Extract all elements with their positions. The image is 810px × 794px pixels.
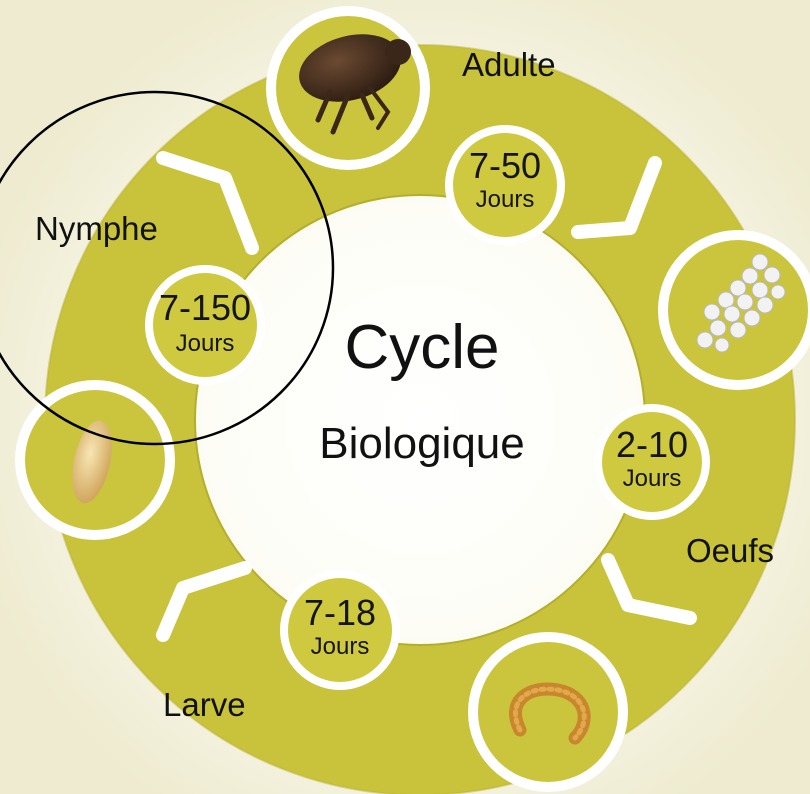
stage-label-larva: Larve <box>163 686 246 723</box>
stage-label-nymph: Nymphe <box>35 210 158 247</box>
adult-duration: 7-50 <box>469 145 541 186</box>
nymph-duration: 7-150 <box>159 287 251 328</box>
diagram-subtitle: Biologique <box>319 419 525 468</box>
larva-image-circle <box>468 632 628 792</box>
eggs-duration-unit: Jours <box>623 465 682 492</box>
adult-duration-unit: Jours <box>476 186 535 213</box>
nymph-duration-unit: Jours <box>176 330 235 357</box>
eggs-duration: 2-10 <box>616 424 688 465</box>
nymph-image-circle <box>15 380 175 540</box>
stage-label-adult: Adulte <box>462 46 556 83</box>
stage-label-eggs: Oeufs <box>686 532 774 569</box>
diagram-title: Cycle <box>344 313 499 382</box>
adult-image-circle <box>266 6 430 170</box>
larva-duration-unit: Jours <box>311 633 370 660</box>
larva-duration: 7-18 <box>304 592 376 633</box>
